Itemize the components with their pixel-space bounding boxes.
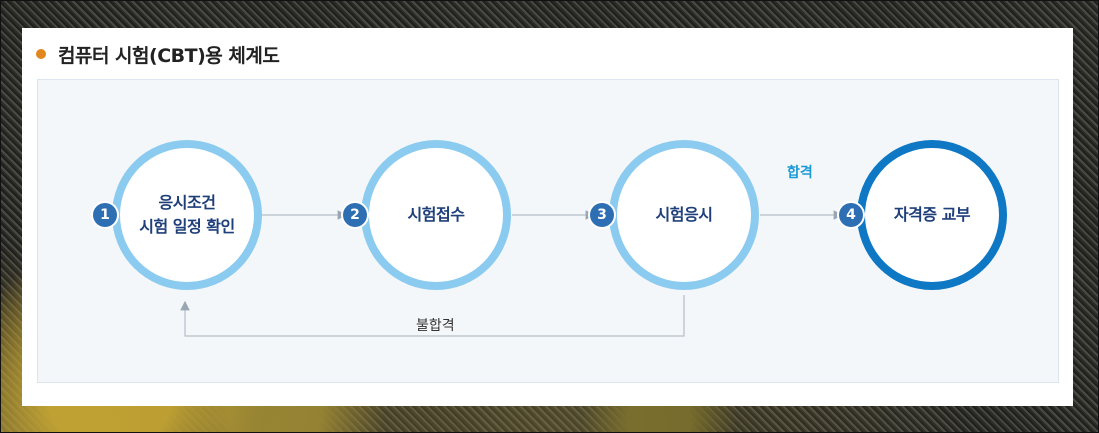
content-panel: 컴퓨터 시험(CBT)용 체계도 응시조건 시험 일정 확인 1 시험접수 2 — [22, 28, 1073, 406]
step-1-number: 1 — [93, 203, 117, 227]
step-4-label: 자격증 교부 — [893, 205, 971, 224]
bullet-icon — [36, 49, 46, 59]
section-header: 컴퓨터 시험(CBT)용 체계도 — [36, 42, 280, 67]
step-3-label: 시험응시 — [655, 205, 713, 224]
step-2-label: 시험접수 — [407, 205, 465, 224]
step-3-circle: 시험응시 — [609, 140, 759, 290]
step-1-label-line2: 시험 일정 확인 — [139, 217, 235, 236]
fail-label: 불합격 — [416, 318, 455, 334]
step-4-circle: 자격증 교부 — [857, 140, 1007, 290]
step-2-circle: 시험접수 — [361, 140, 511, 290]
step-1-circle: 응시조건 시험 일정 확인 — [112, 140, 262, 290]
pass-label: 합격 — [787, 165, 813, 181]
step-4-number: 4 — [839, 203, 863, 227]
step-3-number: 3 — [590, 203, 614, 227]
step-1-label-line1: 응시조건 — [158, 193, 216, 212]
flow-diagram: 응시조건 시험 일정 확인 1 시험접수 2 시험응시 3 자격증 교부 4 합… — [37, 79, 1059, 383]
step-2-number: 2 — [343, 203, 367, 227]
arrow-fail-return — [180, 295, 685, 337]
section-title: 컴퓨터 시험(CBT)용 체계도 — [58, 44, 280, 67]
connector-lines — [180, 210, 844, 337]
